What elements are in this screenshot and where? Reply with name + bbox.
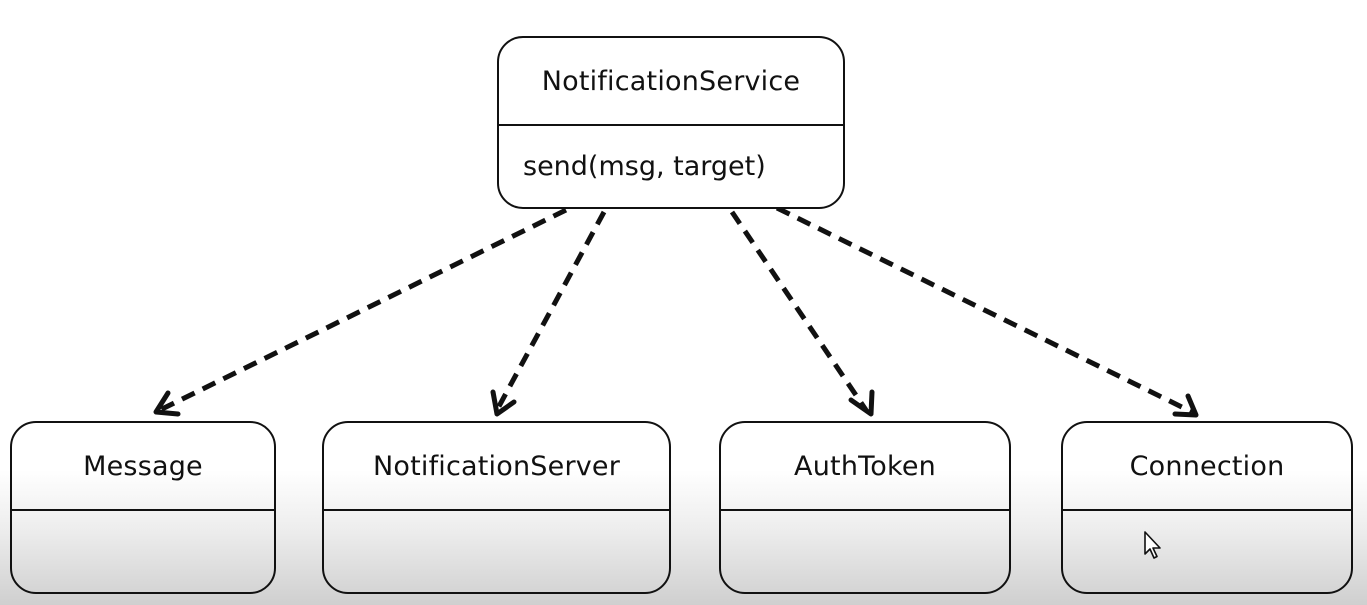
- class-members: [1063, 511, 1351, 592]
- arrowhead-authtoken: [848, 389, 875, 417]
- class-members: [324, 511, 669, 592]
- arrowhead-message: [153, 390, 181, 417]
- arrow-to-notificationserver: [494, 210, 607, 412]
- arrow-to-message: [158, 207, 568, 413]
- class-name: NotificationServer: [324, 423, 669, 511]
- arrowhead-notificationserver: [490, 389, 517, 417]
- class-name: NotificationService: [499, 38, 843, 126]
- class-connection[interactable]: Connection: [1061, 421, 1353, 594]
- class-name: AuthToken: [721, 423, 1009, 511]
- mouse-cursor-icon: [1144, 531, 1161, 559]
- class-notificationservice[interactable]: NotificationService send(msg, target): [497, 36, 845, 209]
- class-members: [12, 511, 274, 592]
- class-members: [721, 511, 1009, 592]
- arrowhead-connection: [1172, 393, 1199, 418]
- class-authtoken[interactable]: AuthToken: [719, 421, 1011, 594]
- class-notificationserver[interactable]: NotificationServer: [322, 421, 671, 594]
- class-method: send(msg, target): [523, 150, 766, 182]
- class-name: Message: [12, 423, 274, 511]
- arrow-to-authtoken: [729, 210, 869, 412]
- arrow-to-connection: [775, 205, 1194, 415]
- class-name: Connection: [1063, 423, 1351, 511]
- class-message[interactable]: Message: [10, 421, 276, 594]
